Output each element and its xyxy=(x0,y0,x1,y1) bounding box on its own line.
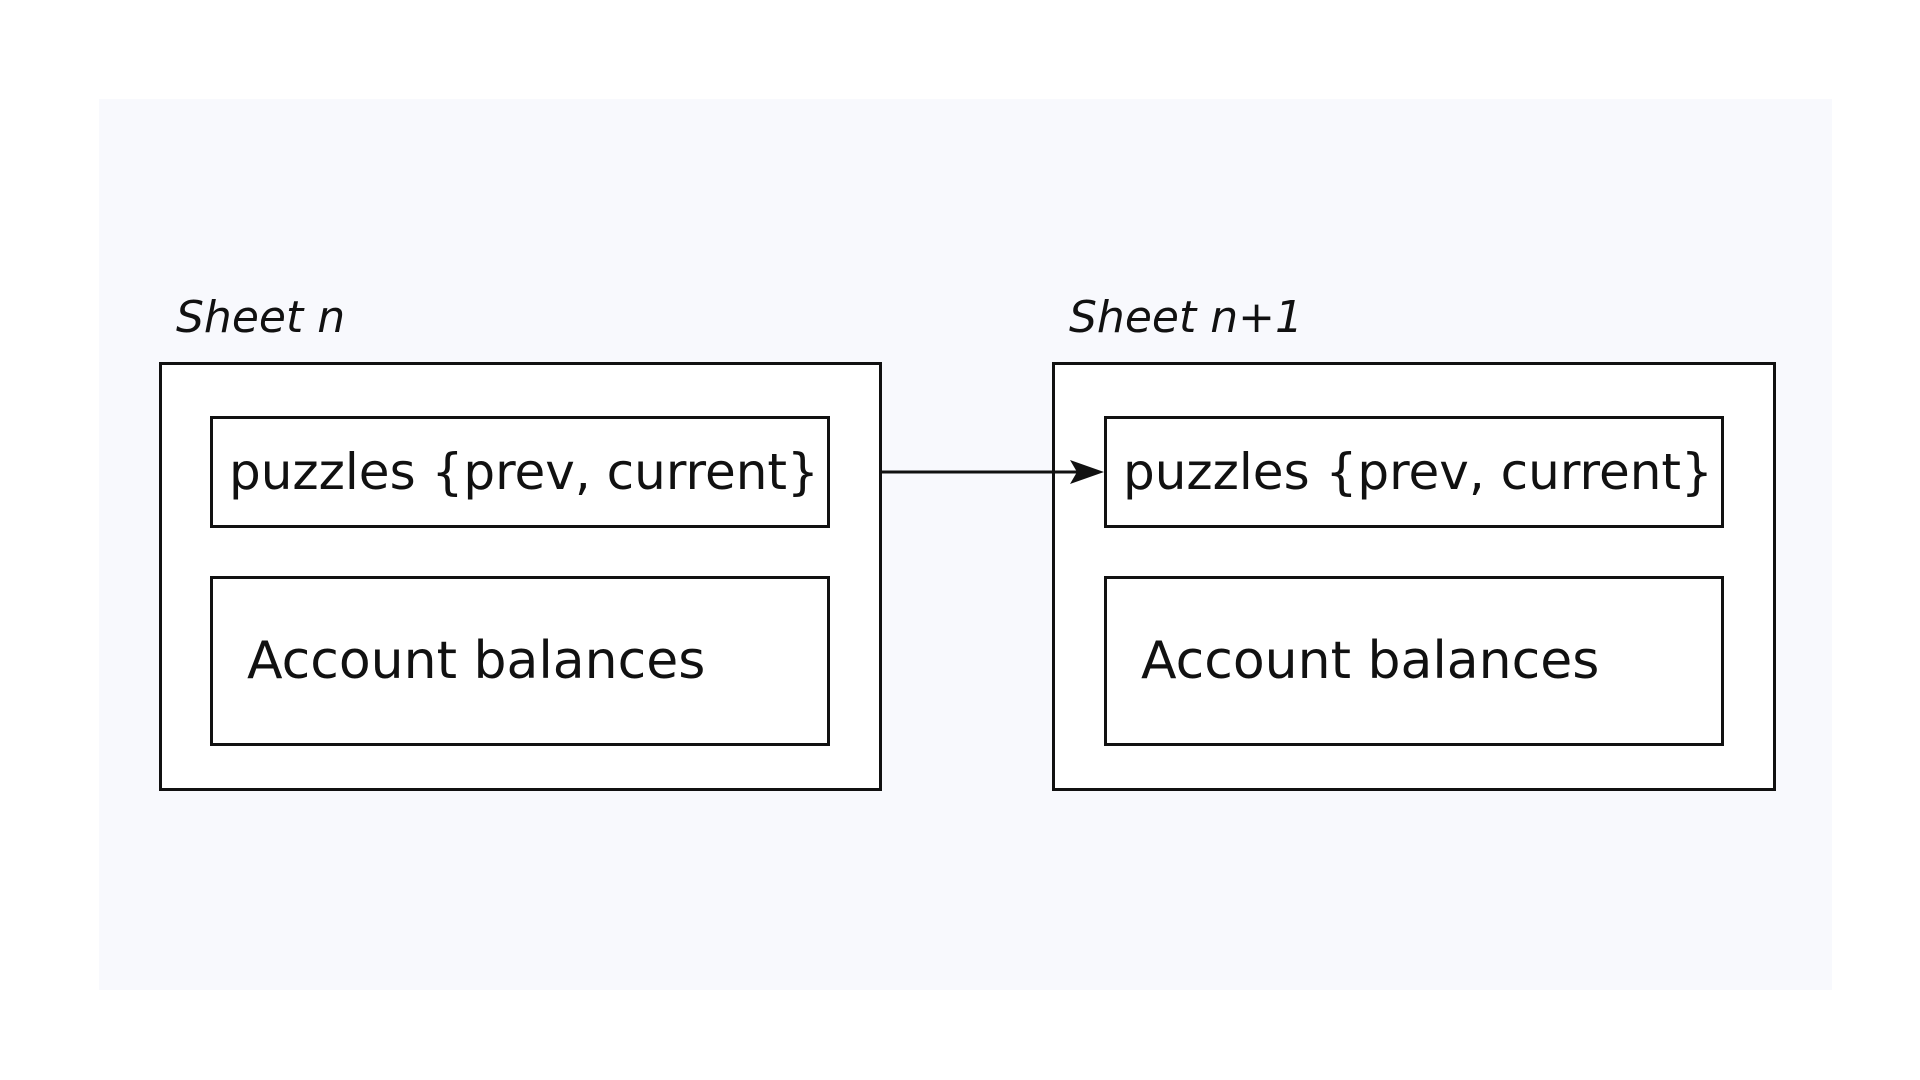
sheet-n-puzzles-label: puzzles {prev, current} xyxy=(229,443,819,501)
sheet-n1-puzzles-label: puzzles {prev, current} xyxy=(1123,443,1713,501)
sheet-n1-puzzles-box: puzzles {prev, current} xyxy=(1104,416,1724,528)
sheet-n-puzzles-box: puzzles {prev, current} xyxy=(210,416,830,528)
sheet-n-label: Sheet n xyxy=(176,292,346,343)
sheet-n1-balances-label: Account balances xyxy=(1141,631,1600,691)
sheet-n1-balances-box: Account balances xyxy=(1104,576,1724,746)
sheet-n-balances-box: Account balances xyxy=(210,576,830,746)
sheet-n-balances-label: Account balances xyxy=(247,631,706,691)
sheet-n1-label: Sheet n+1 xyxy=(1069,292,1303,343)
